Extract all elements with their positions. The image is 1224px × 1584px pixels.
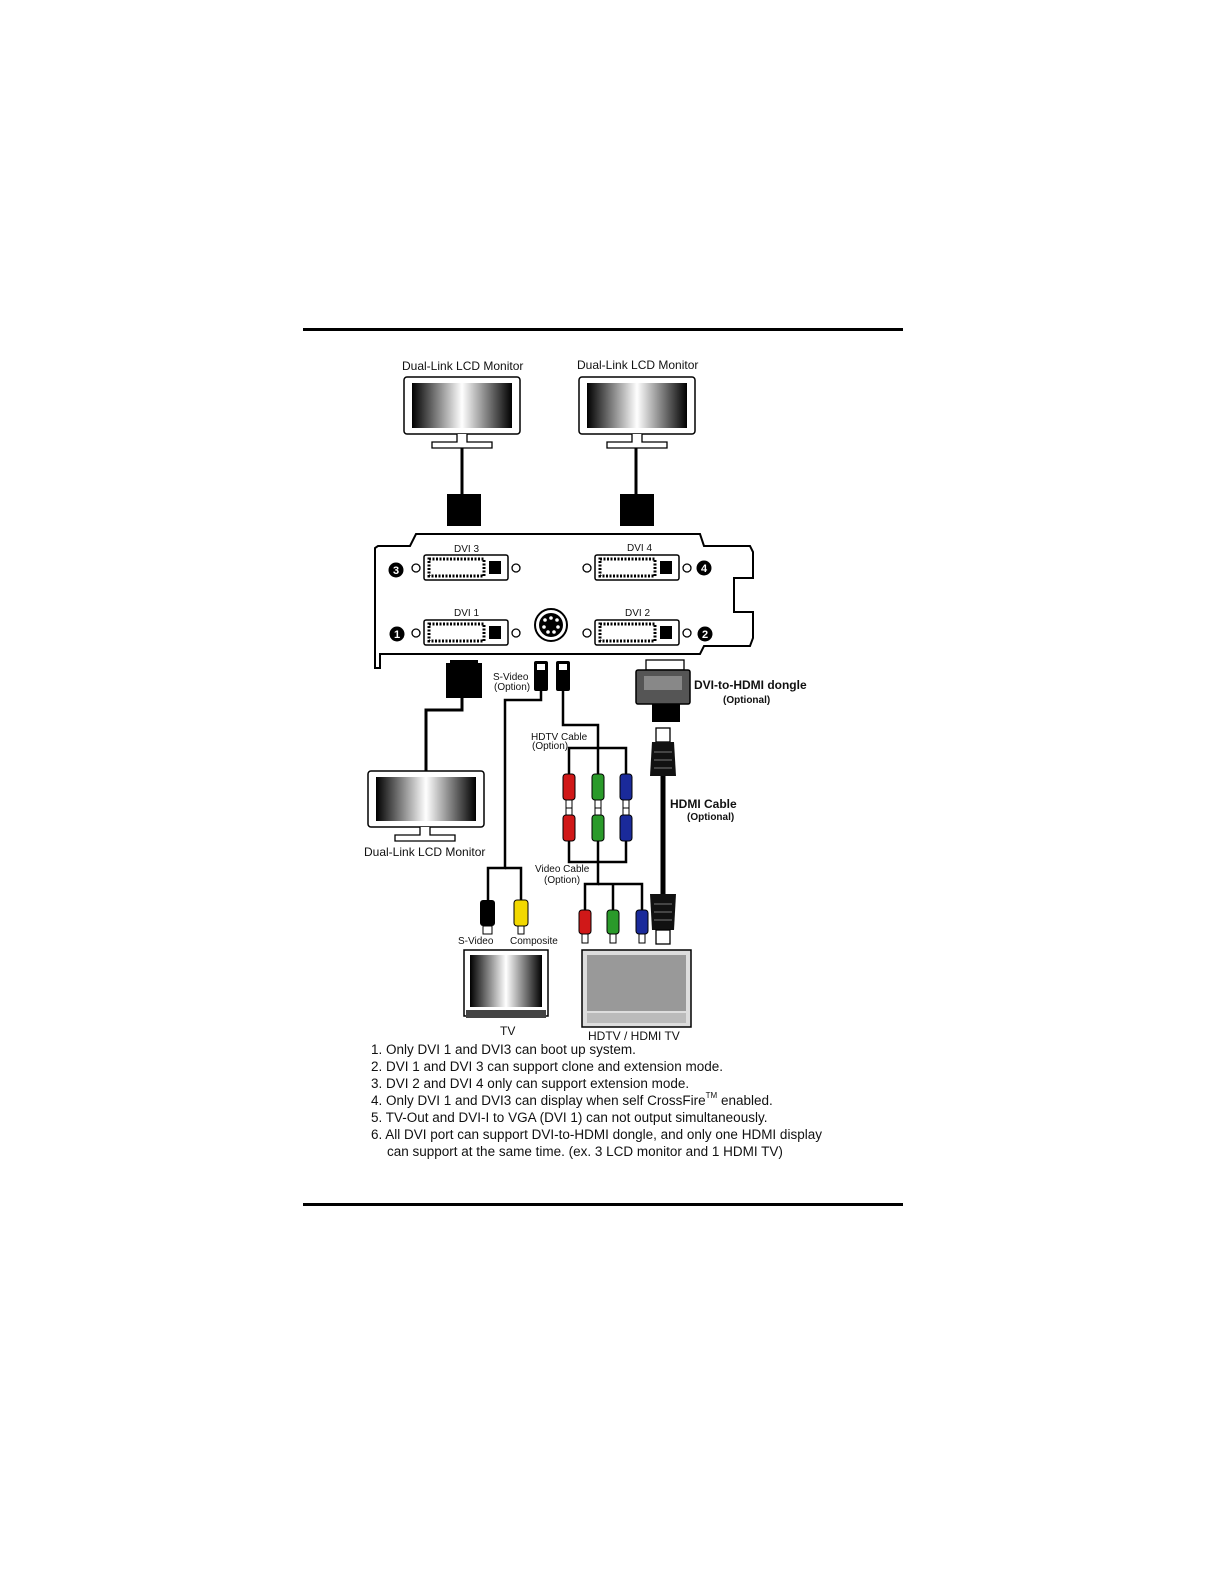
label-svideo-plug: S-Video (458, 936, 494, 947)
label-dongle-2: (Optional) (723, 695, 770, 706)
dvi-cable-top-left (447, 448, 481, 526)
label-hdmi-cable-1: HDMI Cable (670, 797, 737, 811)
note-4-end: enabled. (720, 1093, 773, 1108)
svideo-port-icon (534, 608, 568, 642)
label-svideo-option-1: S-Video (493, 672, 529, 683)
lcd-monitor-top-right (578, 376, 696, 449)
trademark-mark: TM (705, 1091, 718, 1100)
hdmi-cable (650, 727, 676, 945)
lcd-monitor-bottom-left (367, 770, 485, 842)
label-hdmi-cable-2: (Optional) (687, 812, 734, 823)
note-6-continued: can support at the same time. (ex. 3 LCD… (387, 1144, 783, 1159)
component-plugs-bottom (578, 909, 649, 944)
label-dvi3: DVI 3 (454, 544, 479, 555)
svg-text:2: 2 (702, 629, 708, 641)
composite-plug (513, 899, 529, 935)
note-4: 4. Only DVI 1 and DVI3 can display when … (371, 1092, 891, 1109)
graphics-card-bracket (374, 533, 754, 669)
dvi4-port (582, 554, 692, 581)
label-monitor-bottom-left: Dual-Link LCD Monitor (364, 845, 485, 859)
badge-2: 2 (697, 626, 713, 642)
component-plugs-middle (562, 807, 633, 842)
dvi-to-hdmi-dongle (635, 659, 691, 722)
bottom-rule (303, 1203, 903, 1206)
label-hdtv: HDTV / HDMI TV (588, 1029, 680, 1043)
notes-list: 1. Only DVI 1 and DVI3 can boot up syste… (371, 1041, 891, 1160)
label-monitor-top-right: Dual-Link LCD Monitor (577, 358, 698, 372)
svideo-cable (486, 691, 543, 900)
dvi2-port (582, 619, 692, 646)
hdtv-cable-blue (598, 746, 628, 774)
dvi3-port (411, 554, 521, 581)
label-dvi4: DVI 4 (627, 543, 652, 554)
hdtv-cable (561, 691, 600, 774)
label-dvi1: DVI 1 (454, 608, 479, 619)
label-dongle-1: DVI-to-HDMI dongle (694, 678, 807, 692)
component-plugs-top (562, 773, 633, 809)
note-6: 6. All DVI port can support DVI-to-HDMI … (371, 1127, 822, 1142)
note-1: 1. Only DVI 1 and DVI3 can boot up syste… (371, 1042, 636, 1057)
note-3: 3. DVI 2 and DVI 4 only can support exte… (371, 1076, 690, 1091)
top-rule (303, 328, 903, 331)
label-hdtv-cable-2: (Option) (532, 741, 568, 752)
tv-icon (463, 949, 549, 1018)
composite-cable (505, 866, 523, 900)
dvi1-port (411, 619, 521, 646)
svideo-connector-plugs (534, 661, 570, 691)
badge-3: 3 (388, 562, 404, 578)
svg-text:3: 3 (393, 565, 399, 577)
label-hdtv-cable-1: HDTV Cable (531, 732, 588, 743)
lcd-monitor-top-left (403, 376, 521, 449)
connection-diagram: Dual-Link LCD Monitor Dual-Link LCD Moni… (364, 358, 807, 1043)
badge-1: 1 (389, 626, 405, 642)
video-cable-branch (583, 862, 600, 910)
svg-text:1: 1 (394, 629, 400, 641)
label-tv: TV (500, 1024, 515, 1038)
label-composite-plug: Composite (510, 936, 558, 947)
note-2: 2. DVI 1 and DVI 3 can support clone and… (371, 1059, 723, 1074)
dvi-cable-bottom-left (424, 660, 482, 772)
dvi-cable-top-right (620, 448, 654, 526)
note-4-text: 4. Only DVI 1 and DVI3 can display when … (371, 1093, 706, 1108)
video-cable-branch-2 (598, 882, 644, 910)
hdtv-icon (581, 949, 692, 1028)
label-video-cable-1: Video Cable (535, 864, 590, 875)
label-monitor-top-left: Dual-Link LCD Monitor (402, 359, 523, 373)
badge-4: 4 (696, 560, 712, 576)
svideo-plug (480, 900, 495, 935)
label-svideo-option-2: (Option) (494, 682, 530, 693)
label-video-cable-2: (Option) (544, 875, 580, 886)
label-dvi2: DVI 2 (625, 608, 650, 619)
svg-text:4: 4 (701, 563, 708, 575)
note-5: 5. TV-Out and DVI-I to VGA (DVI 1) can n… (371, 1110, 768, 1125)
